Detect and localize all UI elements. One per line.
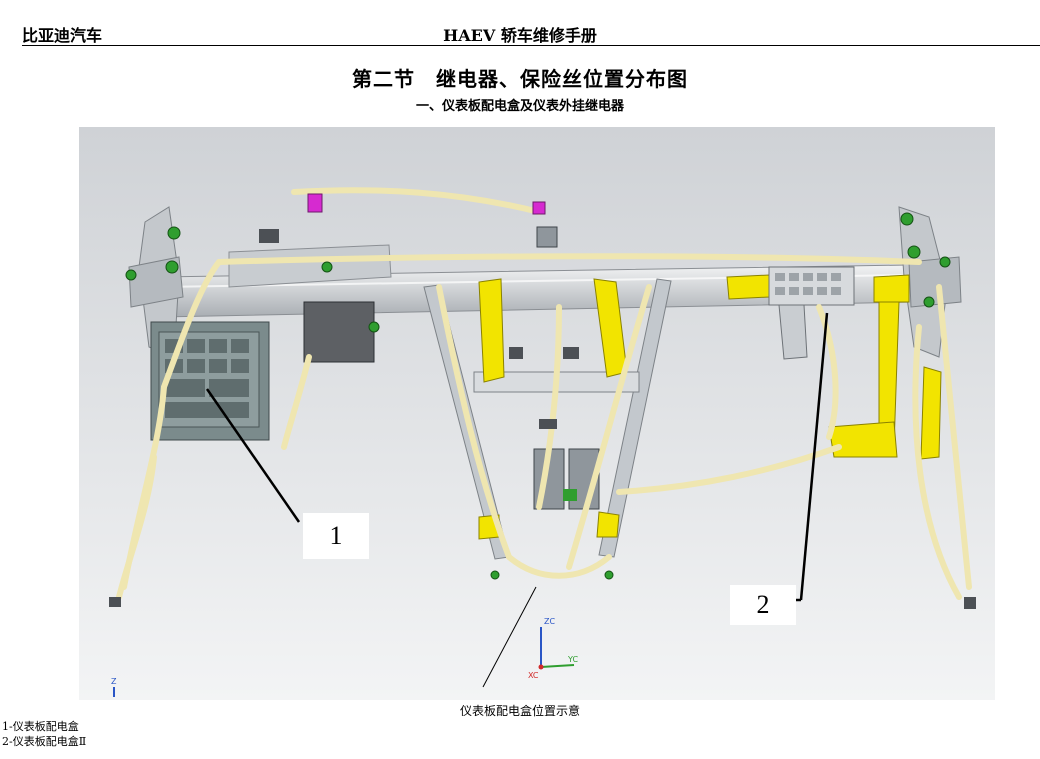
connectors [109, 193, 976, 609]
figure-caption: 仪表板配电盒位置示意 [459, 704, 580, 718]
green-bolts [125, 212, 951, 580]
axis-label-z: Z [111, 677, 117, 686]
wiring-harness [116, 187, 972, 600]
yellow-brackets [478, 274, 942, 540]
axis-label-xc: XC [528, 671, 539, 680]
right-end-bracket [898, 206, 962, 358]
callout-1: 1 [303, 513, 369, 559]
section-title: 第二节 继电器、保险丝位置分布图 [352, 67, 688, 91]
leader-lines [205, 312, 829, 688]
dashboard-fuse-box-figure: 1 2 ZC YC XC Z [79, 127, 995, 700]
header-manual-title: HAEV 轿车维修手册 [443, 26, 597, 45]
legend: 1-仪表板配电盒 2-仪表板配电盒Ⅱ [2, 719, 86, 749]
header-rule [22, 45, 1040, 46]
legend-item-2: 2-仪表板配电盒Ⅱ [2, 735, 87, 748]
center-relay-modules [303, 301, 600, 510]
axis-triad [113, 627, 575, 697]
callout-2: 2 [730, 585, 796, 625]
axis-label-zc: ZC [544, 617, 556, 626]
subsection-title: 一、仪表板配电盒及仪表外挂继电器 [415, 99, 624, 114]
axis-label-yc: YC [568, 655, 579, 664]
header-brand: 比亚迪汽车 [22, 26, 103, 45]
legend-item-1: 1-仪表板配电盒 [2, 720, 79, 733]
cad-illustration [79, 127, 995, 700]
instrument-panel-fuse-box-2 [768, 266, 855, 360]
